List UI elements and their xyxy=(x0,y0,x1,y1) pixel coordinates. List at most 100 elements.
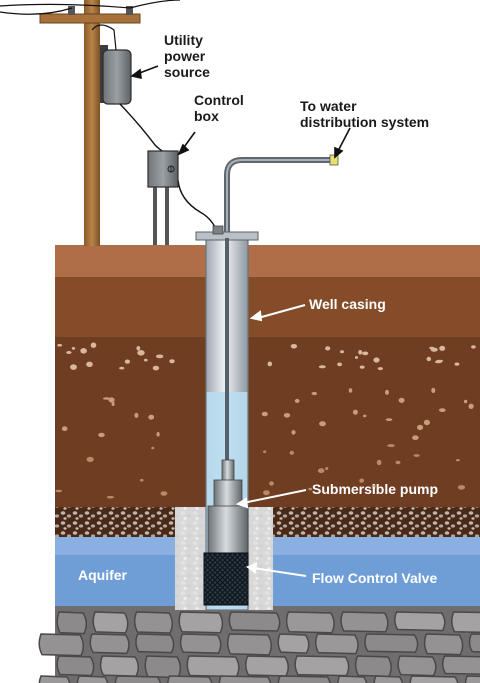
bedrock-stone xyxy=(464,675,480,683)
soil-pebble xyxy=(156,432,160,437)
topsoil-layer xyxy=(55,245,480,277)
bedrock-stone xyxy=(92,611,129,634)
soil-pebble xyxy=(291,430,296,435)
soil-pebble xyxy=(371,483,376,490)
bedrock-stone xyxy=(468,633,480,653)
soil-pebble xyxy=(456,459,460,462)
soil-pebble xyxy=(139,478,144,482)
soil-pebble xyxy=(86,456,94,462)
bedrock-stone xyxy=(226,633,272,656)
soil-pebble xyxy=(98,432,105,438)
soil-pebble xyxy=(70,364,77,370)
soil-pebble xyxy=(426,356,432,362)
soil-pebble xyxy=(352,409,358,415)
bedrock-stone xyxy=(76,675,109,683)
subsoil-layer xyxy=(55,277,480,337)
clay-layer xyxy=(55,337,480,507)
label-line: Utility xyxy=(164,32,203,48)
soil-pebble xyxy=(354,356,359,359)
soil-pebble xyxy=(417,424,424,431)
bedrock-stone xyxy=(114,675,162,683)
soil-pebble xyxy=(169,359,175,364)
callout-leaders xyxy=(130,65,351,159)
label-utility-power-source: Utility power source xyxy=(164,32,210,80)
bedrock-stone xyxy=(133,611,174,634)
label-line: distribution system xyxy=(300,114,430,130)
soil-pebble xyxy=(430,347,438,352)
bedrock-stone xyxy=(373,675,404,683)
bedrock-stone xyxy=(294,655,350,677)
soil-pebble xyxy=(289,450,294,455)
bedrock-stone xyxy=(277,633,310,654)
soil-pebble xyxy=(439,408,446,412)
soil-pebble xyxy=(358,350,363,355)
soil-pebble xyxy=(66,351,72,354)
label-submersible-pump: Submersible pump xyxy=(312,481,439,497)
soil-pebble xyxy=(108,397,115,403)
soil-pebble xyxy=(269,481,274,486)
bedrock-stone xyxy=(167,675,213,683)
soil-pebble xyxy=(337,362,342,367)
soil-pebble xyxy=(90,342,97,348)
soil-pebble xyxy=(362,351,369,356)
utility-power-source-icon xyxy=(91,24,132,105)
soil-pebble xyxy=(463,399,468,404)
soil-pebble xyxy=(137,350,145,356)
bedrock-stone xyxy=(245,655,289,677)
soil-pebble xyxy=(413,454,420,457)
soil-pebble xyxy=(55,489,63,493)
soil-pebble xyxy=(340,350,344,354)
bedrock-stone xyxy=(337,675,368,683)
soil-pebble xyxy=(124,359,130,364)
soil-pebble xyxy=(457,485,466,490)
soil-pebble xyxy=(86,361,93,367)
soil-pebble xyxy=(373,357,380,363)
bedrock-stone xyxy=(135,633,175,654)
label-line: source xyxy=(164,64,210,80)
soil-pebble xyxy=(57,343,63,347)
bedrock-stone xyxy=(228,611,281,632)
bedrock-stone xyxy=(285,611,335,634)
bedrock-stone xyxy=(394,611,446,632)
flow-control-valve-screen xyxy=(203,552,249,606)
soil-pebble xyxy=(308,487,313,491)
utility-pole xyxy=(0,0,181,246)
soil-pebble xyxy=(423,419,430,426)
soil-pebble xyxy=(71,347,76,350)
bedrock-stone xyxy=(38,633,85,657)
soil-pebble xyxy=(359,478,365,483)
distribution-pipe xyxy=(224,154,339,600)
label-line: To water xyxy=(300,98,357,114)
soil-pebble xyxy=(283,413,291,418)
soil-pebble xyxy=(431,387,436,394)
bedrock-stones xyxy=(38,611,480,683)
soil-pebble xyxy=(454,362,460,366)
power-wire xyxy=(119,103,171,154)
ground-layers xyxy=(38,245,480,683)
bedrock-stone xyxy=(178,611,224,634)
soil-pebble xyxy=(160,491,168,496)
label-line: power xyxy=(164,48,206,64)
label-flow-control-valve: Flow Control Valve xyxy=(312,570,438,586)
soil-pebble xyxy=(325,467,329,470)
bedrock-stone xyxy=(314,633,359,655)
soil-pebble xyxy=(261,411,268,417)
soil-pebble xyxy=(468,403,474,409)
soil-pebble xyxy=(61,426,68,432)
soil-pebble xyxy=(319,421,326,427)
submersible-pump-icon xyxy=(207,459,249,555)
soil-pebble xyxy=(412,435,419,441)
soil-pebble xyxy=(395,460,401,465)
bedrock-stone xyxy=(397,655,437,677)
soil-pebble xyxy=(136,346,141,351)
soil-pebble xyxy=(359,365,365,369)
bedrock-stone xyxy=(364,633,419,653)
label-well-casing: Well casing xyxy=(309,296,386,312)
soil-pebble xyxy=(294,398,300,403)
bedrock-stone xyxy=(451,611,480,634)
soil-pebble xyxy=(267,361,273,367)
soil-pebble xyxy=(134,412,139,418)
soil-pebble xyxy=(111,401,115,407)
